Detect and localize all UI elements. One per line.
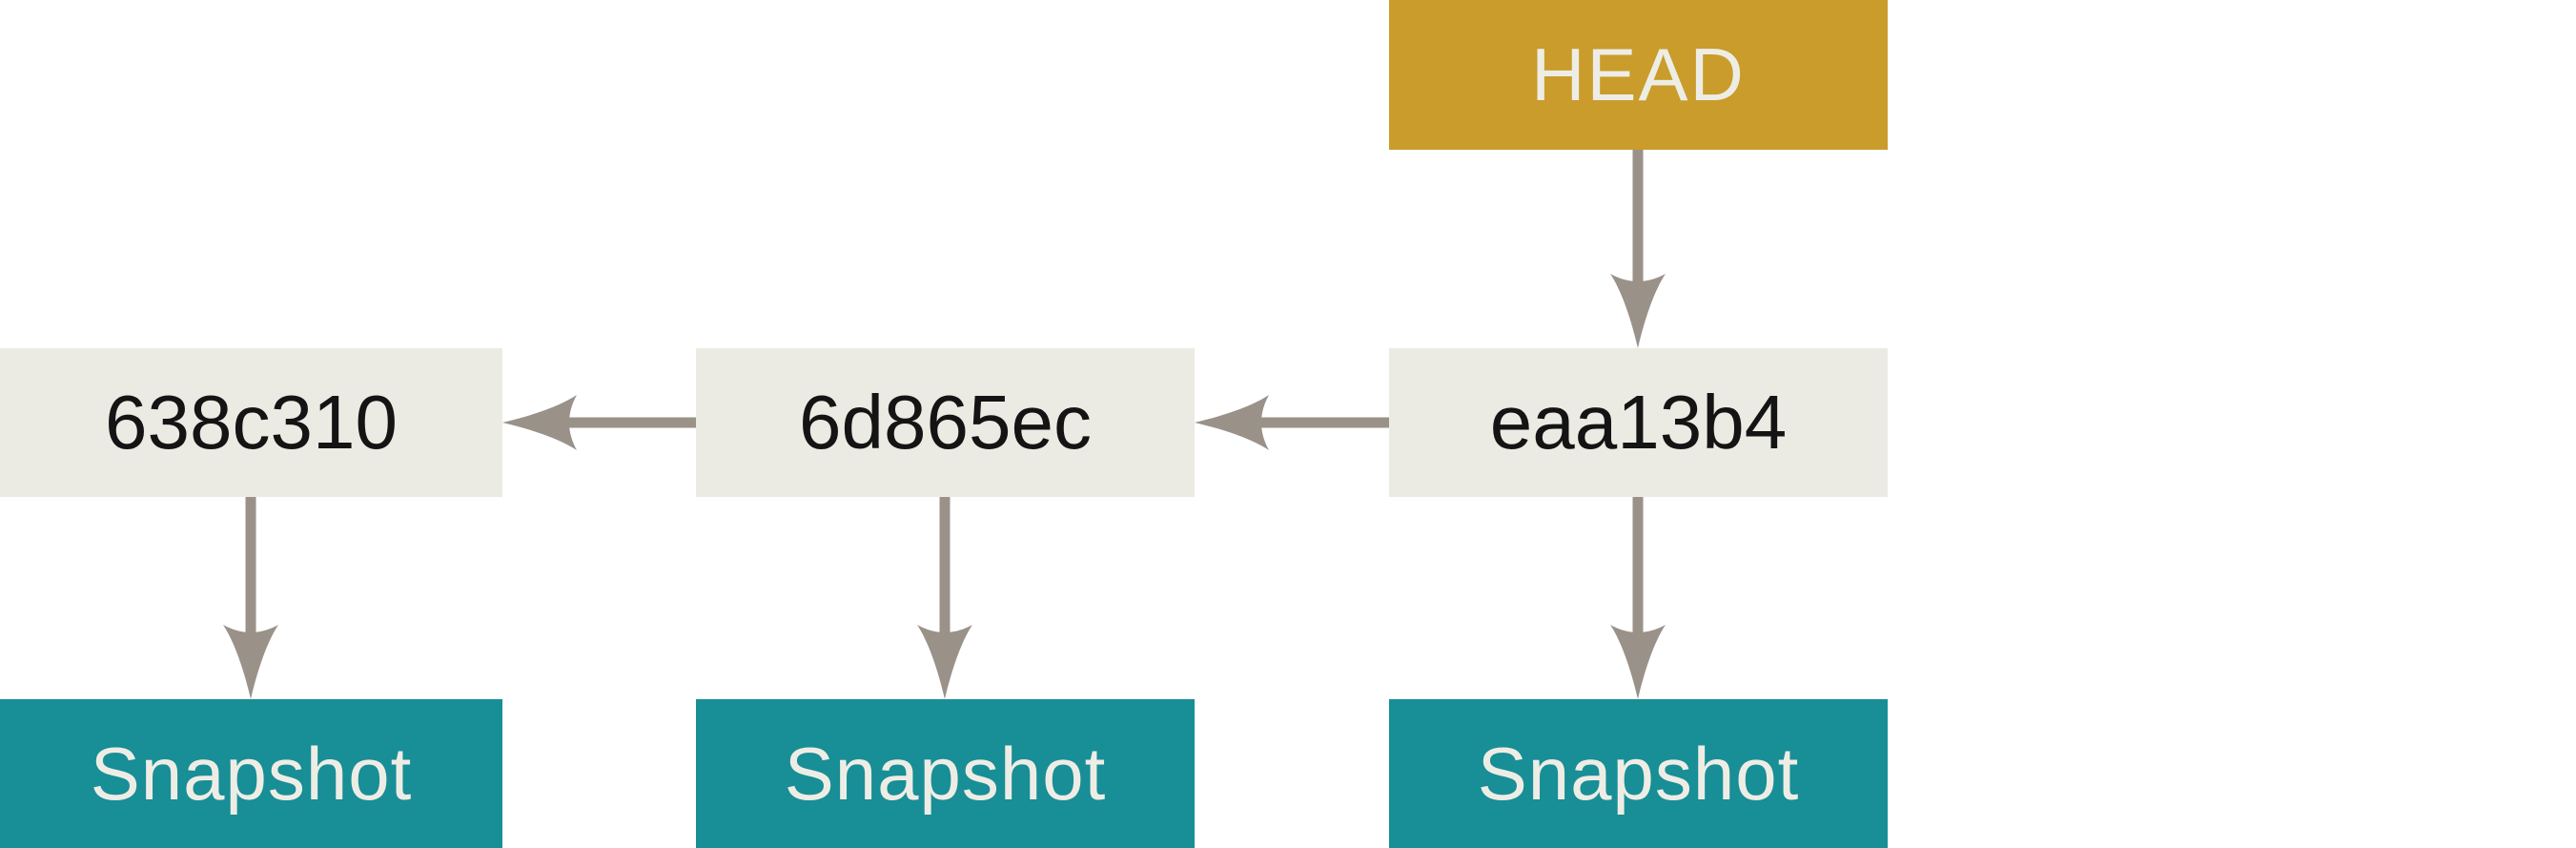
snapshot-node-eaa13b4: Snapshot bbox=[1389, 699, 1888, 848]
head-node: HEAD bbox=[1389, 0, 1888, 150]
edge-eaa13b4-to-6d865ec bbox=[1195, 395, 1389, 450]
edge-6d865ec-to-638c310 bbox=[502, 395, 696, 450]
edge-638c310-to-snapshot bbox=[223, 497, 278, 699]
snapshot-node-6d865ec: Snapshot bbox=[696, 699, 1195, 848]
snapshot-node-638c310: Snapshot bbox=[0, 699, 502, 848]
commit-node-638c310: 638c310 bbox=[0, 348, 502, 497]
edge-eaa13b4-to-snapshot bbox=[1610, 497, 1666, 699]
commit-node-eaa13b4: eaa13b4 bbox=[1389, 348, 1888, 497]
edge-6d865ec-to-snapshot bbox=[917, 497, 972, 699]
edge-head-to-eaa13b4 bbox=[1610, 150, 1666, 348]
commit-node-6d865ec: 6d865ec bbox=[696, 348, 1195, 497]
